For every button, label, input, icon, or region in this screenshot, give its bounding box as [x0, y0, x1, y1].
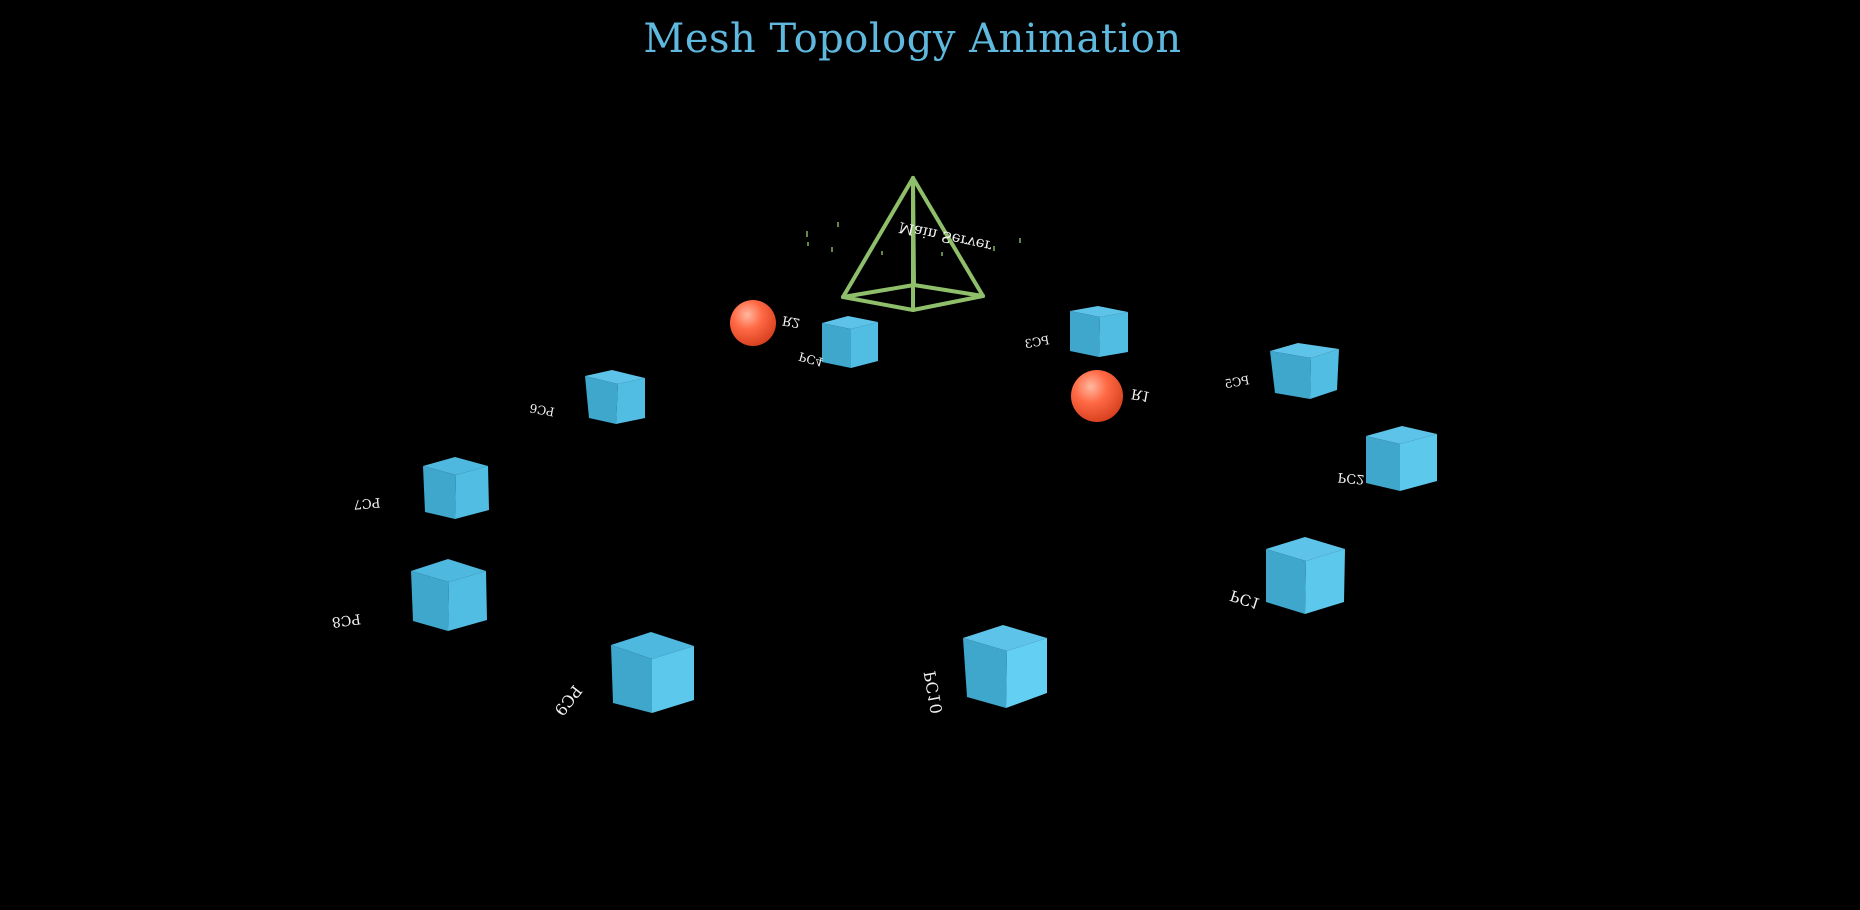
pc2-label: PC2	[1337, 469, 1365, 486]
router-r2-label: R2	[781, 312, 801, 330]
pc10-node[interactable]: PC10	[920, 625, 1047, 715]
cube-icon	[963, 625, 1047, 708]
pc5-label: PC5	[1224, 373, 1251, 391]
pc7-label: PC7	[353, 494, 381, 511]
cube-icon	[411, 559, 487, 631]
cube-icon	[611, 632, 694, 713]
main-server-node[interactable]: Main Server	[806, 176, 1021, 312]
pc1-label: PC1	[1228, 586, 1263, 613]
pc9-node[interactable]: PC9	[550, 632, 694, 719]
cube-icon	[822, 316, 878, 368]
cube-icon	[585, 370, 645, 424]
sphere-icon	[1071, 370, 1123, 422]
pc3-label: PC3	[1024, 333, 1051, 351]
server-particles	[806, 222, 1021, 256]
pc6-label: PC6	[529, 401, 556, 419]
pc8-node[interactable]: PC8	[331, 559, 487, 631]
pc6-node[interactable]: PC6	[529, 370, 645, 424]
cube-icon	[1266, 537, 1345, 614]
cube-icon	[1070, 306, 1128, 357]
cube-icon	[1270, 343, 1339, 399]
pyramid-wireframe-icon	[841, 176, 985, 312]
pc-layer: PC3 PC4	[331, 306, 1437, 719]
pc10-label: PC10	[920, 669, 946, 715]
page-title: Mesh Topology Animation	[643, 16, 1182, 62]
pc9-label: PC9	[550, 682, 585, 720]
pc8-label: PC8	[331, 610, 362, 630]
pc2-node[interactable]: PC2	[1337, 426, 1437, 491]
router-r2-node[interactable]: R2	[730, 300, 801, 346]
pc3-node[interactable]: PC3	[1024, 306, 1128, 357]
router-r1-node[interactable]: R1	[1071, 370, 1152, 422]
pc5-node[interactable]: PC5	[1070, 311, 1339, 399]
cube-icon	[1366, 426, 1437, 491]
pc4-label: PC4	[797, 349, 825, 369]
pc1-node[interactable]: PC1	[1228, 537, 1345, 614]
pc7-node[interactable]: PC7	[353, 457, 489, 519]
cube-icon	[423, 457, 489, 519]
sphere-icon	[730, 300, 776, 346]
pc4-node[interactable]: PC4	[797, 316, 878, 369]
router-r1-label: R1	[1130, 385, 1152, 404]
